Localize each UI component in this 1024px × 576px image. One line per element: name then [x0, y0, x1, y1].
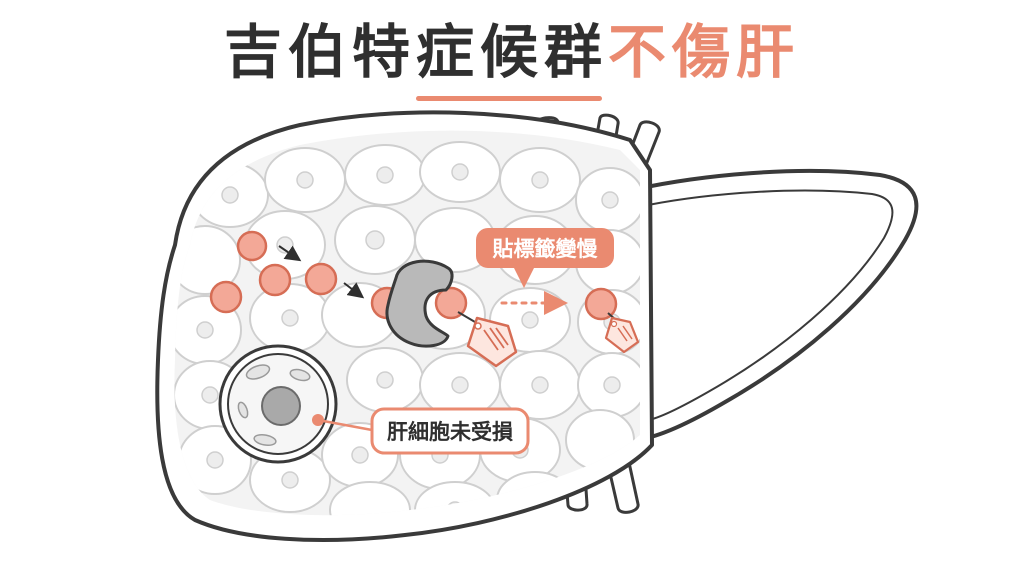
bilirubin-molecule-2 — [209, 280, 243, 314]
liver-right-lobe — [630, 169, 919, 442]
tag-icon-2 — [604, 312, 640, 354]
tagging-slow-label: 貼標籤變慢 — [476, 228, 614, 288]
enzyme — [385, 259, 454, 348]
cells-unharmed-callout: 肝細胞未受損 — [312, 407, 530, 455]
title-accent: 不傷肝 — [608, 18, 801, 86]
flow-arrow-1 — [278, 245, 302, 262]
bilirubin-molecule-1 — [236, 230, 268, 262]
title-main: 吉伯特症候群 — [223, 18, 608, 86]
flow-arrow-2 — [343, 282, 365, 299]
flow-arrows — [278, 245, 365, 299]
tag-icon — [457, 311, 518, 368]
bilirubin-molecule-7 — [584, 287, 618, 321]
title-underline — [416, 96, 602, 101]
liver-cell — [218, 344, 338, 464]
bilirubin-molecule-3 — [258, 263, 292, 297]
page-title: 吉伯特症候群不傷肝 — [0, 14, 1024, 90]
tagging-slow-text: 貼標籤變慢 — [493, 237, 599, 261]
cells-unharmed-text: 肝細胞未受損 — [387, 420, 514, 444]
bilirubin-molecule-4 — [304, 262, 338, 296]
bilirubin-molecules — [209, 230, 618, 321]
bilirubin-molecule-6 — [434, 286, 468, 320]
